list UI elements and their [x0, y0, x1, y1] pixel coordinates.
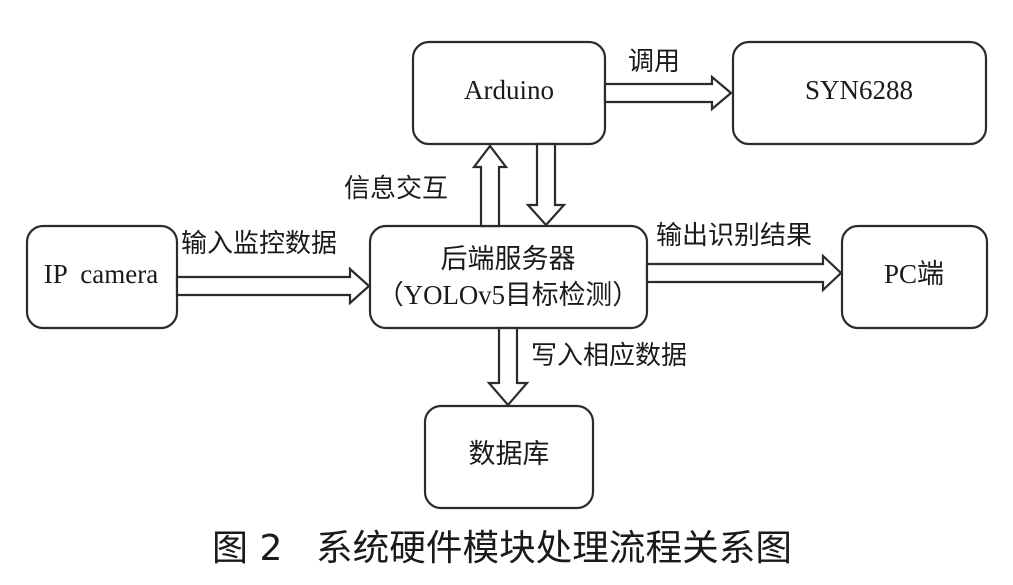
arrow-server-to-database [486, 326, 530, 407]
arduino-label: Arduino [464, 75, 554, 105]
syn6288-label: SYN6288 [805, 75, 913, 105]
figure-title: 系统硬件模块处理流程关系图 [316, 528, 792, 569]
server-label-line1: 后端服务器 [441, 244, 576, 274]
server-node [368, 224, 649, 330]
server-label-line2: （YOLOv5目标检测） [377, 280, 639, 310]
figure-number: 图 2 [212, 528, 282, 569]
arrow-arduino-to-server [525, 142, 567, 227]
database-node [423, 404, 595, 510]
arrow-camera-to-server [175, 266, 371, 306]
arrow-server-to-pc [645, 253, 843, 293]
pc-label: PC端 [884, 259, 944, 289]
arrow-server-to-arduino [471, 144, 509, 228]
pc-node [840, 224, 989, 330]
syn6288-node [731, 40, 988, 146]
call-edge-label: 调用 [628, 47, 680, 76]
write-data-edge-label: 写入相应数据 [531, 341, 687, 370]
ip-camera-label: IP camera [44, 259, 158, 289]
database-label: 数据库 [469, 439, 550, 469]
output-result-edge-label: 输出识别结果 [656, 221, 812, 250]
info-exchange-edge-label: 信息交互 [344, 174, 448, 203]
input-monitor-edge-label: 输入监控数据 [181, 229, 337, 258]
arrow-arduino-to-syn6288 [603, 74, 733, 112]
